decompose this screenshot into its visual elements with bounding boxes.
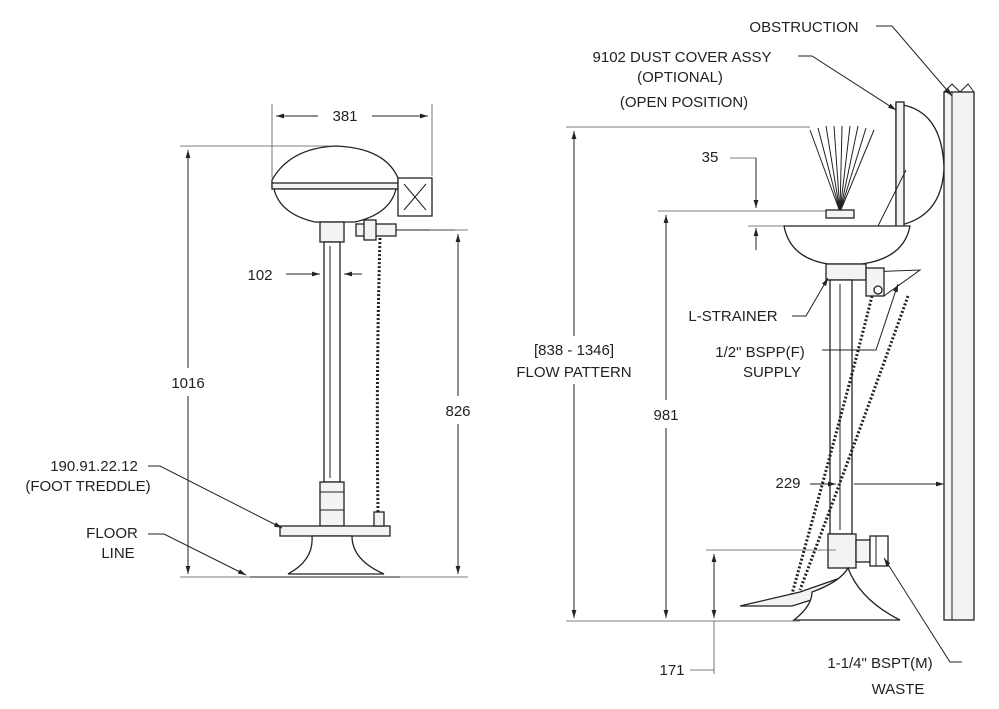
right-chain-rear	[798, 295, 910, 591]
waste-label-2: WASTE	[872, 681, 925, 698]
right-dim-waste-label: 171	[659, 662, 684, 679]
dust-cover-label-1: 9102 DUST COVER ASSY	[593, 49, 772, 66]
right-dim-height: 981	[653, 210, 826, 618]
right-dim-wall: 229	[775, 475, 944, 492]
left-foot-treadle	[279, 511, 391, 575]
left-bowl	[271, 145, 433, 243]
obstruction-label: OBSTRUCTION	[749, 19, 858, 36]
right-chain-front	[790, 295, 874, 595]
left-pedestal-pipe	[319, 241, 345, 527]
right-supply-fittings	[865, 267, 885, 297]
spray-pattern	[809, 125, 875, 219]
dust-cover	[875, 101, 945, 231]
flow-pattern-label: FLOW PATTERN	[516, 364, 631, 381]
right-dim-height-label: 981	[653, 407, 678, 424]
dust-cover-label-3: (OPEN POSITION)	[620, 94, 748, 111]
wall-obstruction	[943, 83, 975, 621]
supply-label-1: 1/2" BSPP(F)	[715, 344, 805, 361]
left-dim-height: 1016	[171, 145, 330, 578]
strainer-label: L-STRAINER	[688, 308, 777, 325]
right-dim-flow-pattern: [838 - 1346] FLOW PATTERN	[516, 126, 810, 622]
left-chain	[375, 237, 382, 513]
waste-callout: 1-1/4" BSPT(M) WASTE	[827, 557, 962, 698]
dust-cover-label-2: (OPTIONAL)	[637, 69, 723, 86]
flow-range-label: [838 - 1346]	[534, 342, 614, 359]
left-dim-pipe-height: 826	[390, 229, 471, 578]
right-dim-spray: 35	[702, 149, 784, 250]
floor-line-label-2: LINE	[101, 545, 134, 562]
left-floor-callout: FLOOR LINE	[86, 525, 400, 578]
right-foot-pedal	[739, 566, 901, 621]
obstruction-callout: OBSTRUCTION	[749, 19, 953, 97]
treadle-note: (FOOT TREDDLE)	[25, 478, 150, 495]
left-dim-bowl-offset-label: 102	[247, 267, 272, 284]
left-treadle-callout: 190.91.22.12 (FOOT TREDDLE)	[25, 458, 283, 529]
left-dim-width: 381	[271, 104, 433, 178]
supply-label-2: SUPPLY	[743, 364, 801, 381]
treadle-code: 190.91.22.12	[50, 458, 138, 475]
right-dim-waste: 171	[659, 549, 836, 679]
left-dim-pipe-height-label: 826	[445, 403, 470, 420]
right-dim-wall-label: 229	[775, 475, 800, 492]
left-dim-height-label: 1016	[171, 375, 204, 392]
floor-line-label-1: FLOOR	[86, 525, 138, 542]
right-dim-spray-label: 35	[702, 149, 719, 166]
supply-callout: 1/2" BSPP(F) SUPPLY	[715, 283, 899, 381]
right-pedestal-pipe	[827, 279, 857, 569]
dust-cover-callout: 9102 DUST COVER ASSY (OPTIONAL) (OPEN PO…	[593, 49, 897, 111]
left-dim-bowl-offset: 102	[247, 267, 362, 284]
left-dim-width-label: 381	[332, 108, 357, 125]
waste-label-1: 1-1/4" BSPT(M)	[827, 655, 932, 672]
right-waste-connection	[855, 535, 889, 567]
left-view: 381 102 1016 826 190.91.22.12 (FOOT TRED	[25, 104, 471, 578]
strainer-callout: L-STRAINER	[688, 277, 829, 325]
right-view: OBSTRUCTION 9102 DUST COVER ASSY (OPTION…	[516, 19, 975, 698]
